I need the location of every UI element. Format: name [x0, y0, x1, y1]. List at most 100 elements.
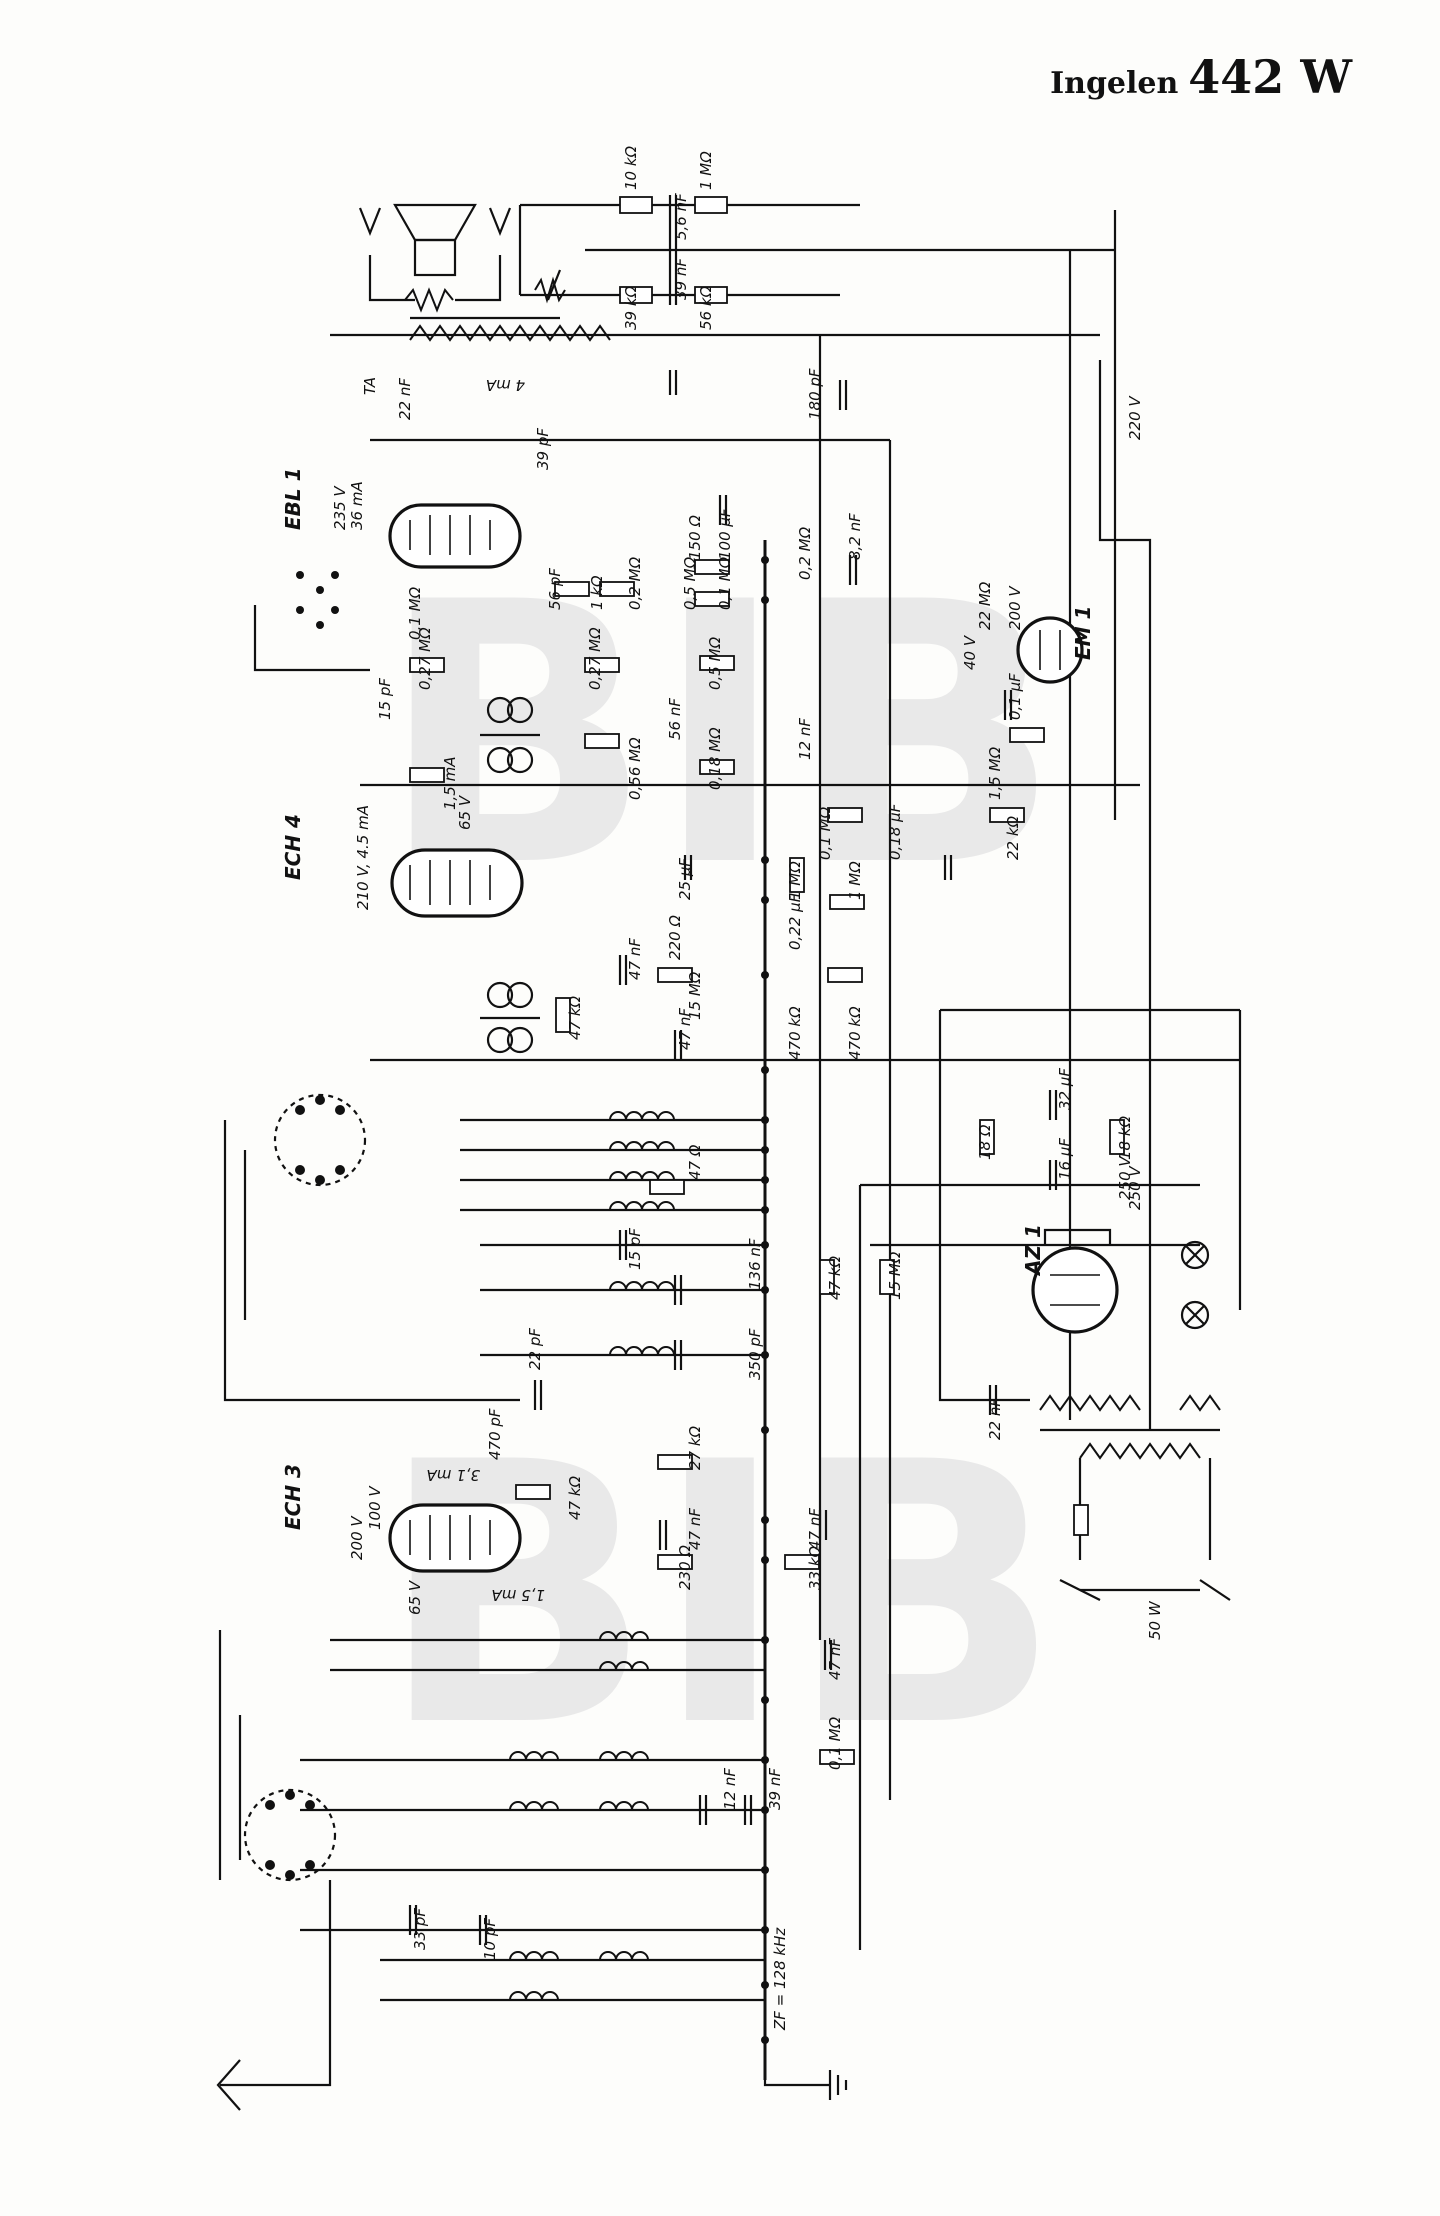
- component-value: 39 nF: [672, 258, 690, 300]
- em1-40v: 40 V: [961, 634, 979, 670]
- az1-voltage: 250 V: [1126, 1165, 1144, 1210]
- voltage-annotations: 235 V 36 mA 210 V, 4.5 mA 200 V 200 V 25…: [331, 376, 1164, 2031]
- component-value: 0,1 µF: [1006, 673, 1024, 720]
- component-value: 100 µF: [716, 508, 734, 560]
- tube-labels: EBL 1 ECH 4 ECH 3 EM 1 AZ 1: [281, 467, 1095, 1530]
- component-value: 12 nF: [796, 718, 814, 760]
- component-value: 470 kΩ: [846, 1006, 864, 1060]
- component-value: 470 kΩ: [786, 1006, 804, 1060]
- ech3-current-a: 3,1 mA: [427, 1466, 481, 1484]
- component-value: 1 kΩ: [588, 575, 606, 610]
- component-value: 470 pF: [486, 1408, 504, 1460]
- component-value: 47 nF: [826, 1638, 844, 1680]
- component-value: 39 kΩ: [622, 285, 640, 330]
- component-value: 22 pF: [526, 1328, 544, 1370]
- label-ech3: ECH 3: [281, 1464, 305, 1530]
- component-value: 47 kΩ: [566, 995, 584, 1040]
- tube-ech3: [388, 1503, 522, 1573]
- component-value: 180 pF: [806, 368, 824, 420]
- component-value: 16 µF: [1056, 1138, 1074, 1180]
- tube-ech4: [390, 848, 524, 918]
- title-model: 442 W: [1188, 50, 1352, 104]
- component-value: 47 nF: [686, 1508, 704, 1550]
- coil-bank-upper: [460, 1111, 765, 1357]
- component-value: 1 MΩ: [697, 151, 715, 190]
- component-value: 0,27 MΩ: [586, 627, 604, 690]
- component-value: 15 pF: [626, 1228, 644, 1270]
- component-labels: 10 kΩ 1 MΩ 5,6 nF 39 nF 39 kΩ 56 kΩ 22 nF 180 p…: [376, 145, 1134, 1960]
- component-value: 0,1 MΩ: [826, 1716, 844, 1770]
- component-value: 47 nF: [626, 938, 644, 980]
- tube-ebl1: [388, 503, 522, 569]
- ech3-voltage: 200 V: [348, 1515, 366, 1560]
- component-value: 1,5 MΩ: [986, 746, 1004, 800]
- component-value: 39 pF: [534, 428, 552, 470]
- component-value: 56 pF: [546, 568, 564, 610]
- ech3-screen: 100 V: [366, 1485, 384, 1530]
- antenna: [216, 1880, 332, 2111]
- component-value: 350 pF: [746, 1328, 764, 1380]
- component-value: 0,27 MΩ: [416, 627, 434, 690]
- component-value: 56 kΩ: [697, 285, 715, 330]
- watermark: BIB BIB: [379, 526, 1062, 1805]
- component-value: 12 nF: [721, 1768, 739, 1810]
- document-title: Ingelen 442 W: [1050, 50, 1352, 104]
- component-value: 0,56 MΩ: [626, 737, 644, 800]
- tube-az1: [1031, 1228, 1119, 1334]
- output-transformer: [409, 316, 611, 342]
- component-value: 33 kΩ: [806, 1545, 824, 1590]
- component-value: 33 pF: [411, 1908, 429, 1950]
- component-value: 220 Ω: [666, 915, 684, 960]
- band-switch-lower: [218, 1630, 337, 1882]
- ech3-current-b: 1,5 mA: [492, 1586, 546, 1604]
- component-value: 230 Ω: [676, 1545, 694, 1590]
- component-value: 25 µF: [676, 858, 694, 900]
- tuner-voltage: 65 V: [456, 794, 474, 830]
- tone-network: [518, 195, 728, 305]
- band-switch-ebl1: [253, 571, 370, 672]
- component-value: 15 MΩ: [886, 1251, 904, 1300]
- tuner-current: 1,5 mA: [441, 757, 459, 811]
- component-value: 18 kΩ: [1116, 1115, 1134, 1160]
- component-value: 22 nF: [396, 378, 414, 420]
- ech4-voltage: 210 V, 4.5 mA: [354, 805, 372, 910]
- mains-voltage: 220 V: [1126, 395, 1144, 440]
- label-ech4: ECH 4: [281, 814, 305, 880]
- coil-bank-lower: [300, 1631, 765, 2002]
- component-value: 136 nF: [746, 1238, 764, 1290]
- component-value: 47 Ω: [686, 1144, 704, 1180]
- if-frequency: ZF = 128 kHz: [771, 1927, 789, 2031]
- label-em1: EM 1: [1071, 606, 1095, 660]
- component-value: 8,2 nF: [846, 513, 864, 560]
- ta-label: TA: [361, 377, 379, 395]
- component-value: 0,1 MΩ: [716, 556, 734, 610]
- component-value: 150 Ω: [686, 515, 704, 560]
- component-value: 5,6 nF: [672, 193, 690, 240]
- component-value: 47 nF: [806, 1508, 824, 1550]
- component-value: 22 MΩ: [976, 581, 994, 630]
- component-value: 47 kΩ: [826, 1255, 844, 1300]
- component-value: 10 pF: [481, 1918, 499, 1960]
- loudspeaker: [358, 203, 512, 313]
- component-value: 15 MΩ: [686, 971, 704, 1020]
- rect-250: 250 V: [1116, 1155, 1134, 1200]
- component-value: 56 nF: [666, 698, 684, 740]
- component-value: 10 kΩ: [622, 145, 640, 190]
- component-value: 1 MΩ: [846, 861, 864, 900]
- title-brand: Ingelen: [1050, 66, 1179, 101]
- component-value: 18 Ω: [976, 1124, 994, 1160]
- anode-current: 4 mA: [486, 376, 525, 394]
- band-switch-upper: [223, 1093, 520, 1402]
- component-value: 47 nF: [676, 1008, 694, 1050]
- component-value: 15 pF: [376, 678, 394, 720]
- power-rating: 50 W: [1146, 1600, 1164, 1640]
- tube-em1: [1016, 616, 1084, 684]
- component-value: 22 kΩ: [1004, 815, 1022, 860]
- component-value: 22 nF: [986, 1398, 1004, 1440]
- pilot-lamps: [1180, 1240, 1210, 1330]
- component-value: 0,18 MΩ: [706, 727, 724, 790]
- ground-symbol: [763, 2050, 848, 2100]
- component-value: 39 nF: [766, 1768, 784, 1810]
